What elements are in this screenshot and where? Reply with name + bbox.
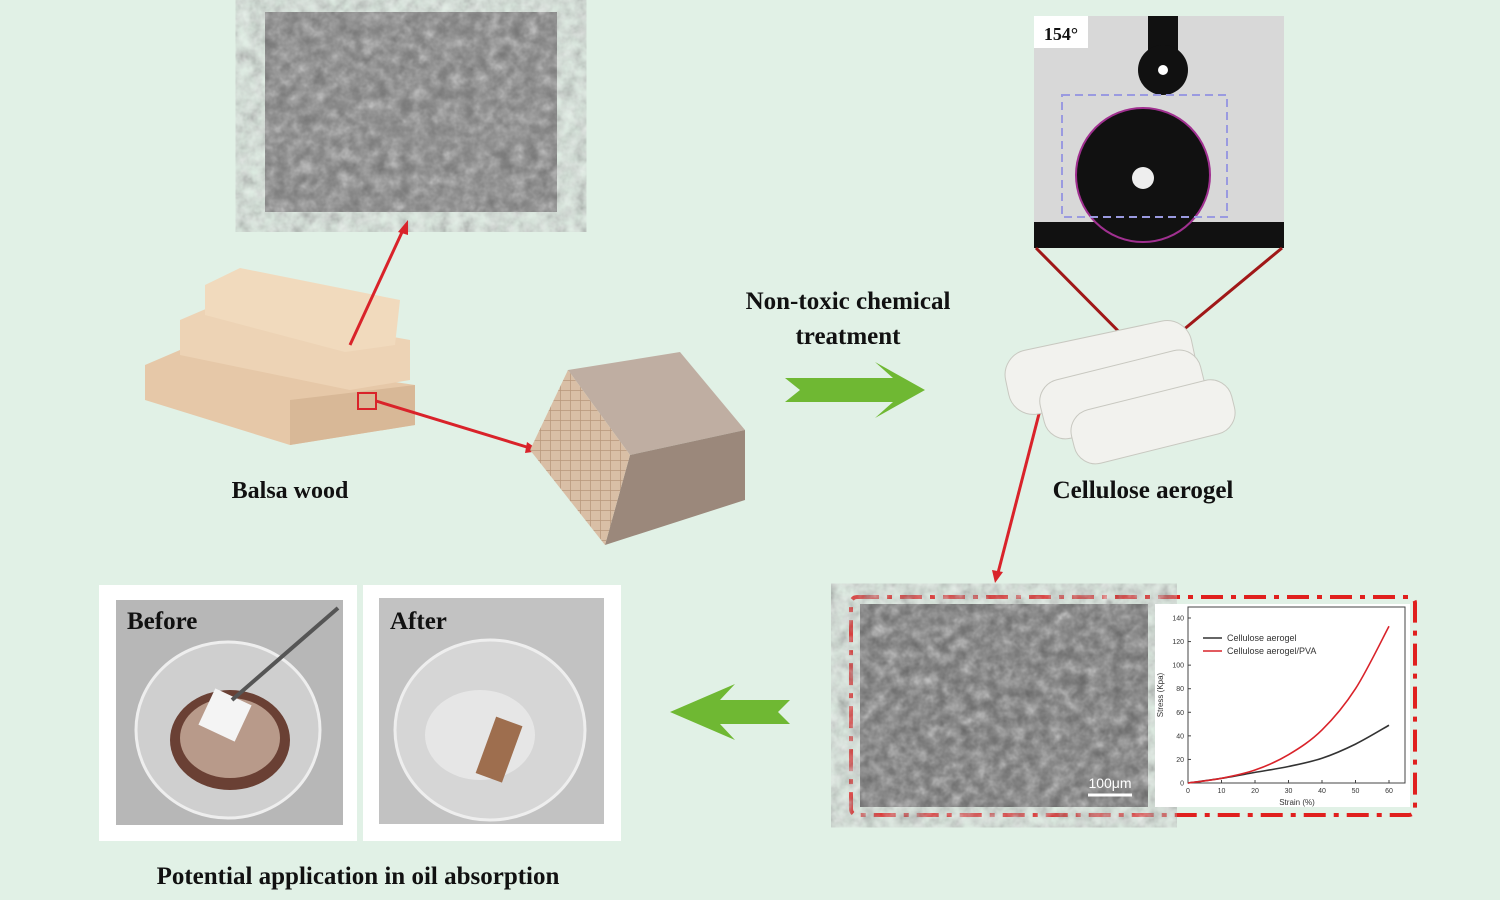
before-label: Before	[127, 608, 197, 635]
scale-bar-label: 100μm	[1088, 775, 1131, 791]
stress-strain-chart: 0 10 20 30 40 50 60 0 20 40 60 80 100 120 140 Cellulos…	[1155, 604, 1410, 807]
after-label: After	[390, 608, 447, 635]
y-tick-label: 120	[1172, 639, 1184, 646]
contact-angle-value: 154°	[1044, 24, 1078, 44]
balsa-wood-image	[145, 268, 415, 445]
y-tick-label: 80	[1176, 686, 1184, 693]
cellulose-aerogel-label: Cellulose aerogel	[1053, 477, 1234, 504]
x-tick-label: 0	[1186, 788, 1190, 795]
y-tick-label: 20	[1176, 757, 1184, 764]
contact-angle-image	[1034, 16, 1284, 248]
y-tick-label: 0	[1180, 781, 1184, 788]
y-tick-label: 140	[1172, 616, 1184, 623]
x-tick-label: 30	[1285, 788, 1293, 795]
y-axis-label: Stress (Kpa)	[1156, 672, 1165, 717]
cellulose-aerogel-image	[1004, 320, 1236, 465]
characterization-box	[849, 595, 1417, 817]
left-arrow-icon	[670, 684, 790, 740]
before-photo	[99, 585, 357, 841]
after-photo	[363, 585, 621, 841]
treatment-label-line2: treatment	[795, 323, 901, 350]
application-label: Potential application in oil absorption	[157, 863, 560, 890]
right-arrow-icon	[785, 362, 925, 418]
sem-image-aerogel	[860, 604, 1148, 807]
honeycomb-cube	[530, 352, 745, 545]
y-tick-label: 40	[1176, 733, 1184, 740]
y-tick-label: 100	[1172, 663, 1184, 670]
x-tick-label: 40	[1318, 788, 1326, 795]
x-tick-label: 10	[1218, 788, 1226, 795]
series-line-1	[1187, 625, 1390, 784]
x-tick-label: 50	[1352, 788, 1360, 795]
balsa-wood-label: Balsa wood	[232, 478, 349, 504]
legend-label-pva: Cellulose aerogel/PVA	[1227, 646, 1316, 656]
x-tick-label: 20	[1251, 788, 1259, 795]
treatment-label-line1: Non-toxic chemical	[746, 288, 951, 315]
sem-image-balsa	[265, 12, 557, 212]
x-tick-label: 60	[1385, 788, 1393, 795]
x-axis-label: Strain (%)	[1279, 798, 1315, 807]
y-tick-label: 60	[1176, 710, 1184, 717]
legend-label-aerogel: Cellulose aerogel	[1227, 633, 1297, 643]
